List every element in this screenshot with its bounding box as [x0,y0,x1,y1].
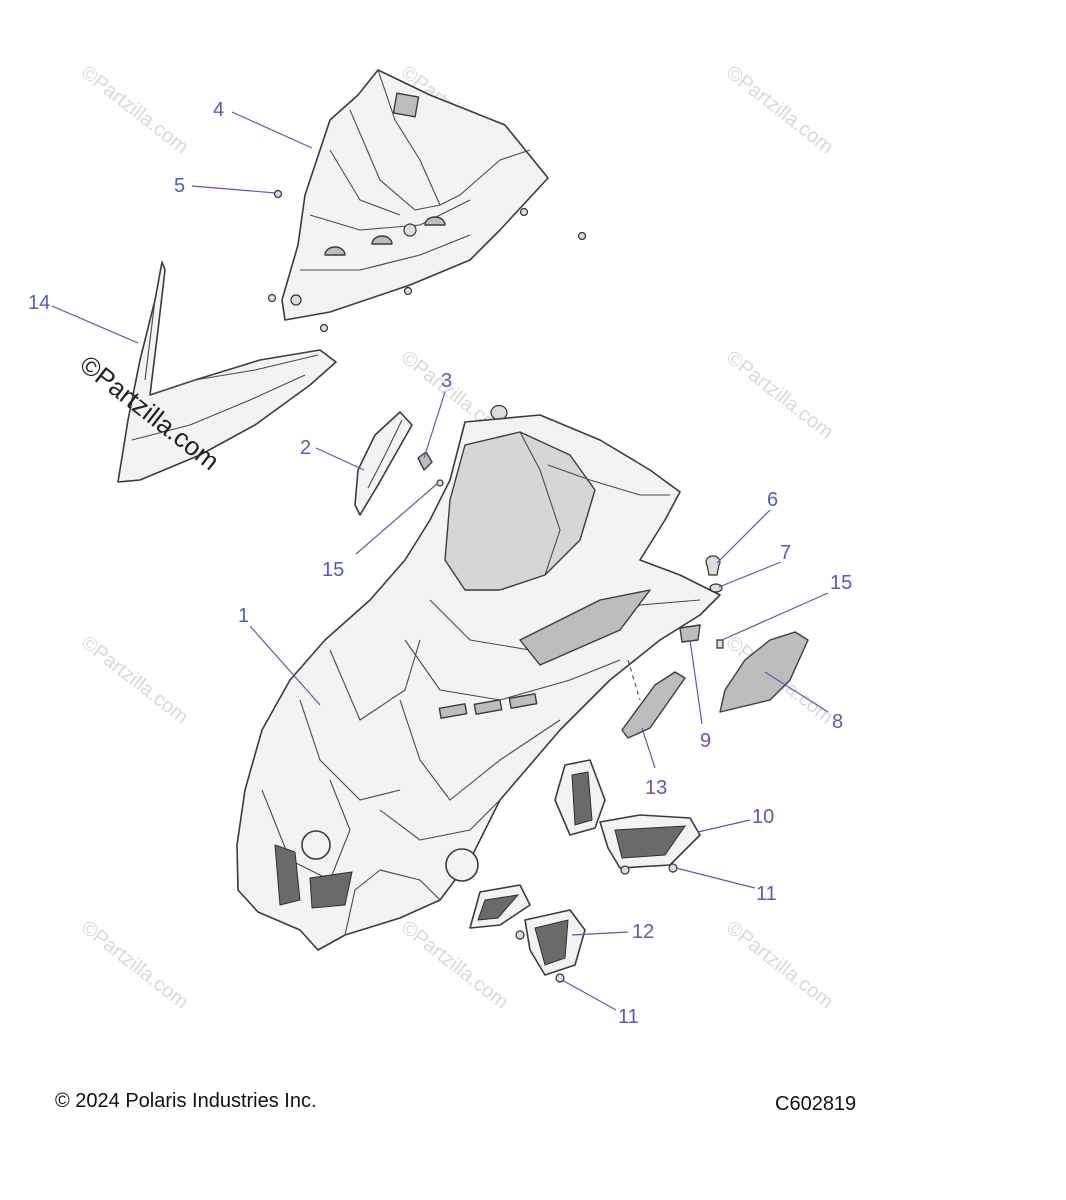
diagram-code: C602819 [775,1093,857,1115]
grille-panel-part [554,759,701,869]
callout-15: 15 [322,559,344,581]
leader-lines [51,111,829,1011]
callout-5: 5 [174,175,185,197]
watermark: ©Partzilla.com [77,632,192,729]
callout-labels: 4 5 14 3 2 15 6 7 15 1 8 9 13 10 11 12 1… [28,99,852,1028]
callout-14: 14 [28,292,50,314]
trim-strip-part [621,659,686,739]
callout-12: 12 [632,921,654,943]
callout-13: 13 [645,777,667,799]
watermark: ©Partzilla.com [77,62,192,159]
callout-11: 11 [756,883,777,905]
watermark: ©Partzilla.com [722,62,837,159]
watermark: ©Partzilla.com [722,917,837,1014]
side-panel-part [719,631,809,713]
copyright-notice: © 2024 Polaris Industries Inc. [55,1090,317,1112]
callout-9: 9 [700,730,711,752]
callout-1: 1 [238,605,249,627]
vent-cover-part [354,411,413,516]
callout-7: 7 [780,542,791,564]
lower-grille-part [469,884,586,976]
hood-main-part [236,414,721,951]
callout-3: 3 [441,370,452,392]
windshield-screws [267,189,587,333]
callout-2: 2 [300,437,311,459]
fastener-parts [436,479,724,649]
watermark: ©Partzilla.com [77,917,192,1014]
callout-11: 11 [618,1006,639,1028]
callout-10: 10 [752,806,774,828]
callout-15: 15 [830,572,852,594]
windshield-part [281,69,549,321]
callout-6: 6 [767,489,778,511]
watermark: ©Partzilla.com [722,347,837,444]
callout-8: 8 [832,711,843,733]
callout-4: 4 [213,99,224,121]
watermark: ©Partzilla.com [397,917,512,1014]
